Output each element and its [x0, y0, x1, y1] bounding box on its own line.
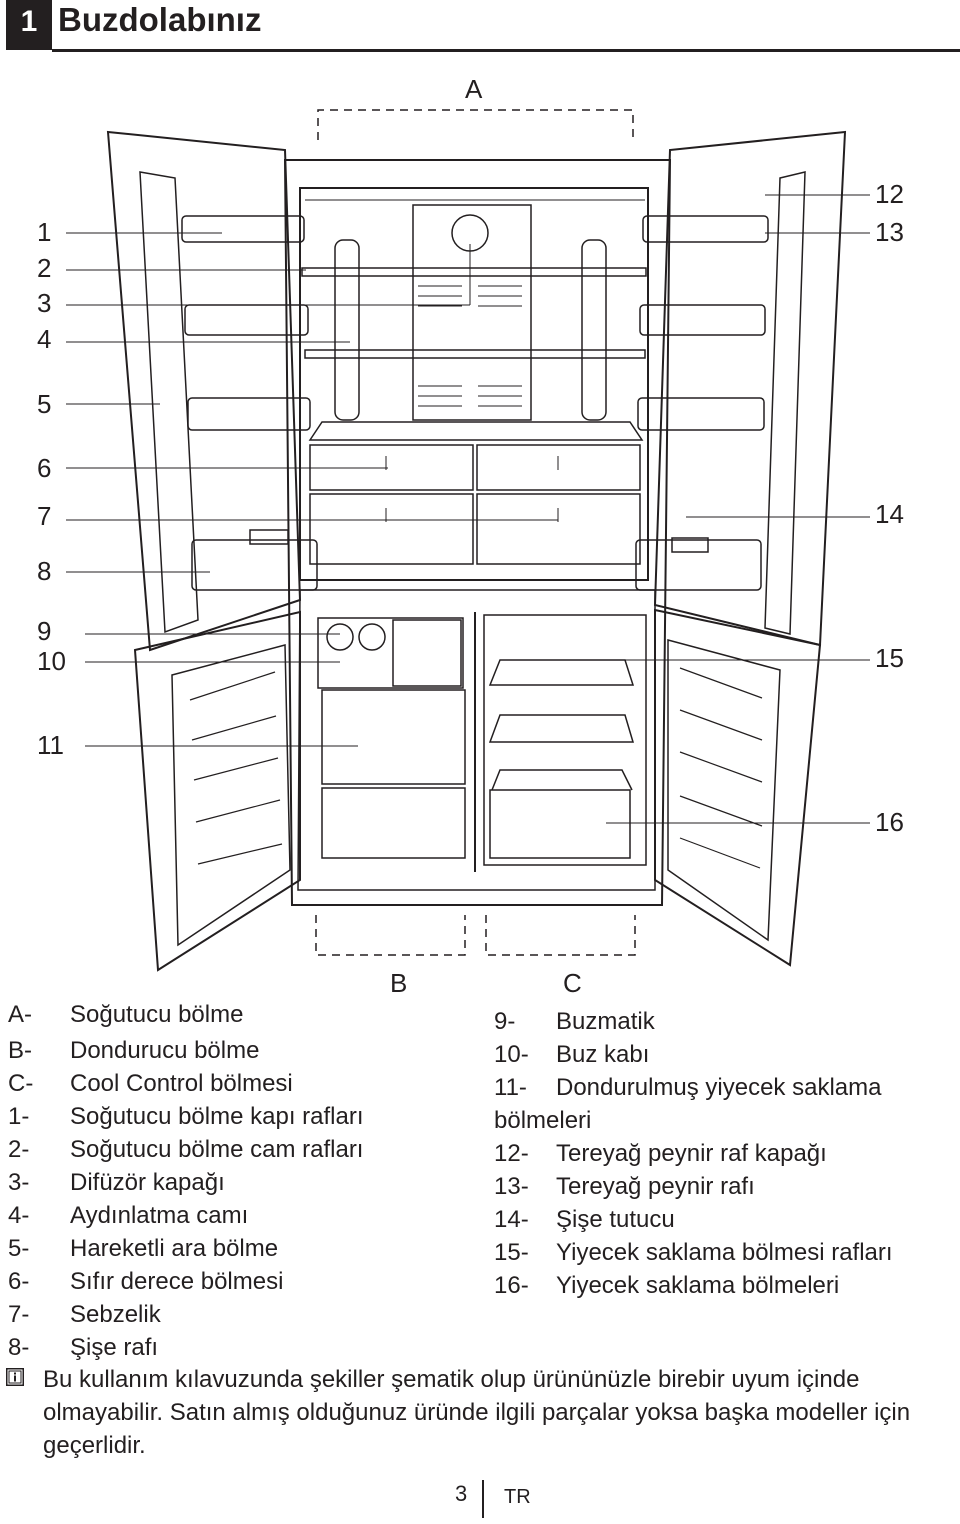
legend-text: Tereyağ peynir rafı	[556, 1173, 755, 1200]
callout-11: 11	[37, 730, 64, 760]
callout-16: 16	[875, 807, 904, 837]
legend-key: 10-	[494, 1041, 529, 1068]
callout-5: 5	[37, 389, 52, 419]
legend-key: 5-	[8, 1235, 30, 1262]
callout-8: 8	[37, 556, 52, 586]
legend-key: 7-	[8, 1301, 30, 1328]
callout-7: 7	[37, 501, 52, 531]
page-title: Buzdolabınız	[58, 1, 262, 38]
legend-text: Difüzör kapağı	[70, 1169, 225, 1196]
legend-text: Sıfır derece bölmesi	[70, 1268, 284, 1295]
legend-text: Dondurulmuş yiyecek saklama	[556, 1074, 882, 1101]
legend-text: bölmeleri	[494, 1107, 592, 1134]
legend-key: 15-	[494, 1239, 529, 1266]
legend-text: Hareketli ara bölme	[70, 1235, 279, 1262]
legend-text: Yiyecek saklama bölmeleri	[556, 1272, 840, 1299]
header-rule	[52, 49, 960, 52]
callout-9: 9	[37, 616, 52, 646]
legend-text: Soğutucu bölme	[70, 1001, 244, 1028]
zone-label-a: A	[465, 74, 483, 104]
legend-text: Soğutucu bölme cam rafları	[70, 1136, 364, 1163]
legend-text: Tereyağ peynir raf kapağı	[556, 1140, 827, 1167]
footer-divider	[482, 1480, 484, 1518]
callout-1: 1	[37, 217, 52, 247]
legend-key: 13-	[494, 1173, 529, 1200]
legend-key: 4-	[8, 1202, 30, 1229]
callout-12: 12	[875, 179, 904, 209]
legend-key: 16-	[494, 1272, 529, 1299]
legend-key: 8-	[8, 1334, 30, 1361]
section-number: 1	[6, 0, 52, 50]
callout-6: 6	[37, 453, 52, 483]
legend-text: Soğutucu bölme kapı rafları	[70, 1103, 364, 1130]
info-icon	[6, 1368, 24, 1386]
legend-key: 1-	[8, 1103, 30, 1130]
legend-text: Yiyecek saklama bölmesi rafları	[556, 1239, 893, 1266]
legend-text: Dondurucu bölme	[70, 1037, 260, 1064]
legend-key: 6-	[8, 1268, 30, 1295]
disclaimer-note: Bu kullanım kılavuzunda şekiller şematik…	[43, 1366, 911, 1459]
zone-label-c: C	[563, 968, 582, 998]
legend-text: Buz kabı	[556, 1041, 650, 1068]
legend-key: A-	[8, 1001, 32, 1028]
legend-key: 12-	[494, 1140, 529, 1167]
callout-15: 15	[875, 643, 904, 673]
callout-10: 10	[37, 646, 66, 676]
callout-2: 2	[37, 253, 52, 283]
legend-key: 3-	[8, 1169, 30, 1196]
callout-14: 14	[875, 499, 904, 529]
legend-text: Şişe rafı	[70, 1334, 159, 1361]
callout-4: 4	[37, 324, 52, 354]
legend-key: 2-	[8, 1136, 30, 1163]
legend-key: 11-	[494, 1074, 527, 1101]
legend-key: B-	[8, 1037, 32, 1064]
zone-label-b: B	[390, 968, 408, 998]
callout-13: 13	[875, 217, 904, 247]
legend-text: Cool Control bölmesi	[70, 1070, 293, 1097]
legend-text: Sebzelik	[70, 1301, 161, 1328]
page-number: 3	[455, 1481, 468, 1506]
legend-key: 9-	[494, 1008, 516, 1035]
language-code: TR	[504, 1486, 531, 1508]
legend-key: 14-	[494, 1206, 529, 1233]
legend-text: Şişe tutucu	[556, 1206, 675, 1233]
legend-text: Aydınlatma camı	[70, 1202, 249, 1229]
refrigerator-diagram	[66, 109, 870, 972]
legend-key: C-	[8, 1070, 34, 1097]
legend-text: Buzmatik	[556, 1008, 655, 1035]
callout-3: 3	[37, 288, 52, 318]
